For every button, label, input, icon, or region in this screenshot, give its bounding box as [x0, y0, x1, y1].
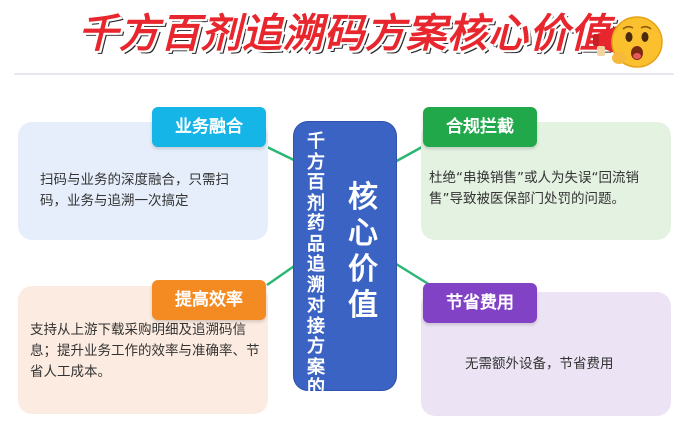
pill-compliance-interception: 合规拦截: [423, 107, 537, 147]
connector-bottom-right: [392, 260, 431, 287]
core-value-box: 千方百剂药品追溯对接方案的 核心价值: [294, 122, 396, 398]
pill-business-integration: 业务融合: [152, 107, 266, 147]
pill-cost-saving: 节省费用: [423, 283, 537, 323]
title-divider: [14, 73, 674, 75]
megaphone-emoji-icon: [593, 16, 663, 68]
pill-efficiency: 提高效率: [152, 280, 266, 320]
page-title: 千方百剂追溯码方案核心价值: [78, 11, 611, 57]
core-value-right-text: 核心价值: [348, 180, 378, 323]
card-body: 扫码与业务的深度融合，只需扫码，业务与追溯一次搞定: [40, 172, 229, 209]
core-value-left-text: 千方百剂药品追溯对接方案的: [307, 131, 325, 398]
connector-top-right: [392, 145, 423, 165]
card-body: 杜绝“串换销售”或人为失误“回流销售”导致被医保部门处罚的问题。: [429, 170, 639, 207]
card-body: 无需额外设备，节省费用: [465, 356, 614, 372]
card-efficiency: 支持从上游下载采购明细及追溯码信息；提升业务工作的效率与准确率、节省人工成本。: [18, 286, 268, 414]
card-body: 支持从上游下载采购明细及追溯码信息；提升业务工作的效率与准确率、节省人工成本。: [30, 322, 260, 380]
card-business-integration: 扫码与业务的深度融合，只需扫码，业务与追溯一次搞定: [18, 122, 268, 240]
